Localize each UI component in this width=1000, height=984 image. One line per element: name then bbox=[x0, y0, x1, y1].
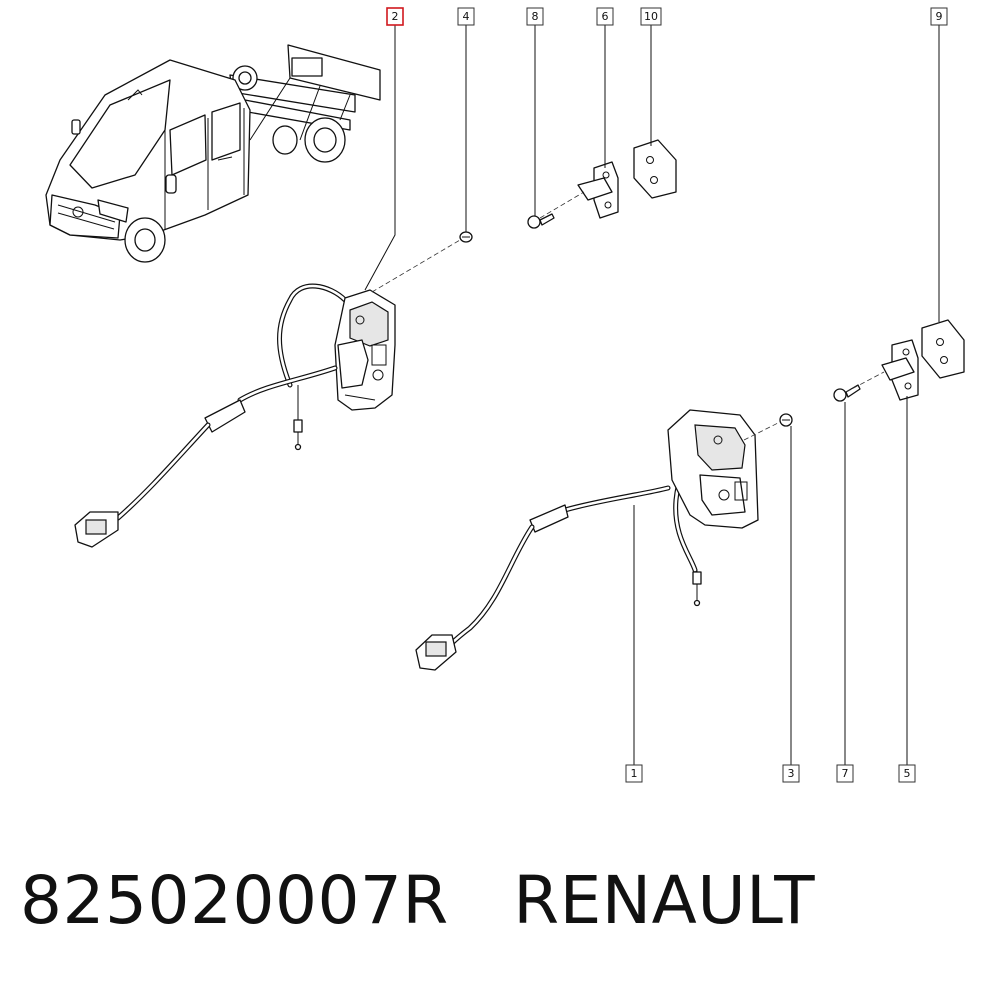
callout-6-label: 6 bbox=[602, 10, 609, 23]
callout-6: 6 bbox=[596, 7, 614, 26]
callout-1: 1 bbox=[625, 764, 643, 783]
callout-1-label: 1 bbox=[631, 767, 638, 780]
part-number: 825020007R bbox=[20, 862, 449, 939]
callout-2-label: 2 bbox=[392, 10, 399, 23]
callout-3-label: 3 bbox=[788, 767, 795, 780]
assembly-lines bbox=[371, 191, 885, 441]
callout-2: 2 bbox=[386, 7, 404, 26]
callout-3: 3 bbox=[782, 764, 800, 783]
door-striker-5 bbox=[881, 339, 919, 401]
screw-8 bbox=[527, 213, 555, 229]
callout-10-label: 10 bbox=[644, 10, 658, 23]
door-striker-6 bbox=[577, 161, 619, 219]
callout-9: 9 bbox=[930, 7, 948, 26]
screw-7 bbox=[833, 384, 861, 402]
callout-9-label: 9 bbox=[936, 10, 943, 23]
door-lock-actuator-right bbox=[415, 409, 759, 671]
leader-lines bbox=[364, 25, 940, 765]
callout-5: 5 bbox=[898, 764, 916, 783]
callout-7: 7 bbox=[836, 764, 854, 783]
callout-8-label: 8 bbox=[532, 10, 539, 23]
shim-plate-9 bbox=[921, 319, 965, 379]
brand-name: RENAULT bbox=[513, 862, 816, 939]
callout-10: 10 bbox=[640, 7, 662, 26]
callout-5-label: 5 bbox=[904, 767, 911, 780]
shim-plate-10 bbox=[633, 139, 677, 199]
callout-4-label: 4 bbox=[463, 10, 470, 23]
callout-8: 8 bbox=[526, 7, 544, 26]
callout-7-label: 7 bbox=[842, 767, 849, 780]
part-caption: 825020007R RENAULT bbox=[20, 862, 815, 939]
callout-4: 4 bbox=[457, 7, 475, 26]
van-illustration bbox=[45, 44, 381, 263]
screw-3 bbox=[779, 413, 793, 427]
door-lock-actuator-left bbox=[74, 283, 396, 548]
screw-4 bbox=[459, 231, 473, 243]
